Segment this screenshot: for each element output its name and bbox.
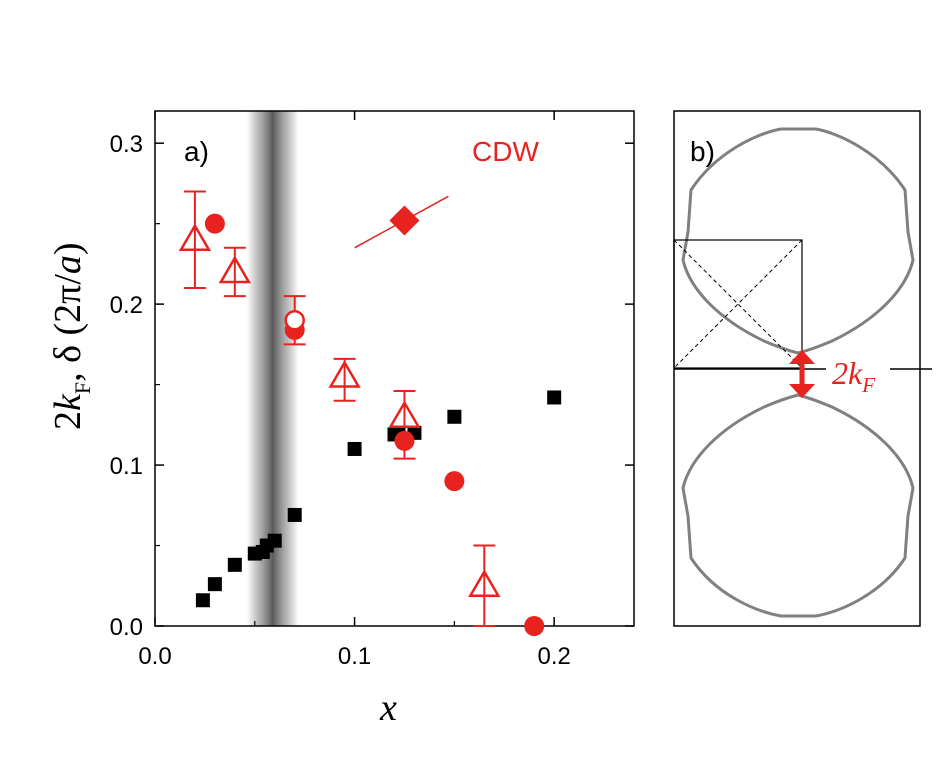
- filled-circle-point: [444, 471, 465, 492]
- triangle-point: [218, 255, 252, 284]
- x-tick-label: 0.1: [338, 643, 371, 670]
- zone-diagonal-1: [673, 239, 803, 369]
- triangle-point: [178, 223, 212, 251]
- x-tick-label: 0.0: [138, 643, 171, 670]
- y-tick-label: 0.2: [110, 292, 143, 319]
- x-tick-labels: 0.0 0.1 0.2: [138, 643, 571, 670]
- nesting-arrow: [789, 350, 815, 398]
- error-bar: [473, 544, 496, 627]
- plot-frame-a: [154, 110, 635, 627]
- zone-diagonal-2: [673, 239, 803, 369]
- square-point: [195, 593, 210, 608]
- brillouin-zone-box: [673, 239, 803, 369]
- filled-circle-point: [204, 213, 225, 234]
- panel-a: 0.0 0.1 0.2 0.0 0.1 0.2 0.3 a) CDW x 2kF, δ (…: [47, 110, 635, 729]
- data-marks: [178, 190, 562, 636]
- arrow-label-background: [826, 352, 890, 392]
- two-kf-label: 2kF: [832, 355, 875, 397]
- panel-b-label: b): [690, 136, 715, 167]
- cdw-annotation: CDW: [472, 136, 539, 167]
- error-bar: [183, 190, 206, 290]
- fermi-surface-lower: [681, 393, 915, 618]
- panel-a-label: a): [184, 136, 209, 167]
- y-tick-label: 0.3: [110, 131, 143, 158]
- y-tick-labels: 0.0 0.1 0.2 0.3: [110, 131, 143, 641]
- open-circle-point: [284, 309, 305, 331]
- diamond-point: [389, 205, 420, 236]
- filled-circle-point: [524, 616, 545, 636]
- x-tick-label: 0.2: [537, 643, 570, 670]
- square-point: [267, 533, 282, 548]
- square-point: [347, 441, 362, 456]
- axis-ticks-a: [154, 111, 634, 627]
- panel-b: 2kF b): [673, 110, 932, 627]
- fermi-surface-upper: [681, 127, 915, 355]
- square-point: [547, 390, 562, 405]
- y-axis-label: 2kF, δ (2π/a): [47, 242, 95, 430]
- filled-circle-point: [394, 430, 415, 451]
- triangle-point: [468, 569, 501, 598]
- triangle-point: [388, 400, 421, 429]
- square-point: [287, 507, 302, 522]
- square-point: [227, 557, 242, 572]
- square-point: [207, 577, 222, 592]
- y-tick-label: 0.1: [110, 453, 143, 480]
- y-tick-label: 0.0: [110, 614, 143, 641]
- x-axis-label: x: [379, 687, 397, 729]
- error-bar: [333, 357, 356, 402]
- square-point: [447, 409, 462, 424]
- triangle-point: [328, 360, 361, 388]
